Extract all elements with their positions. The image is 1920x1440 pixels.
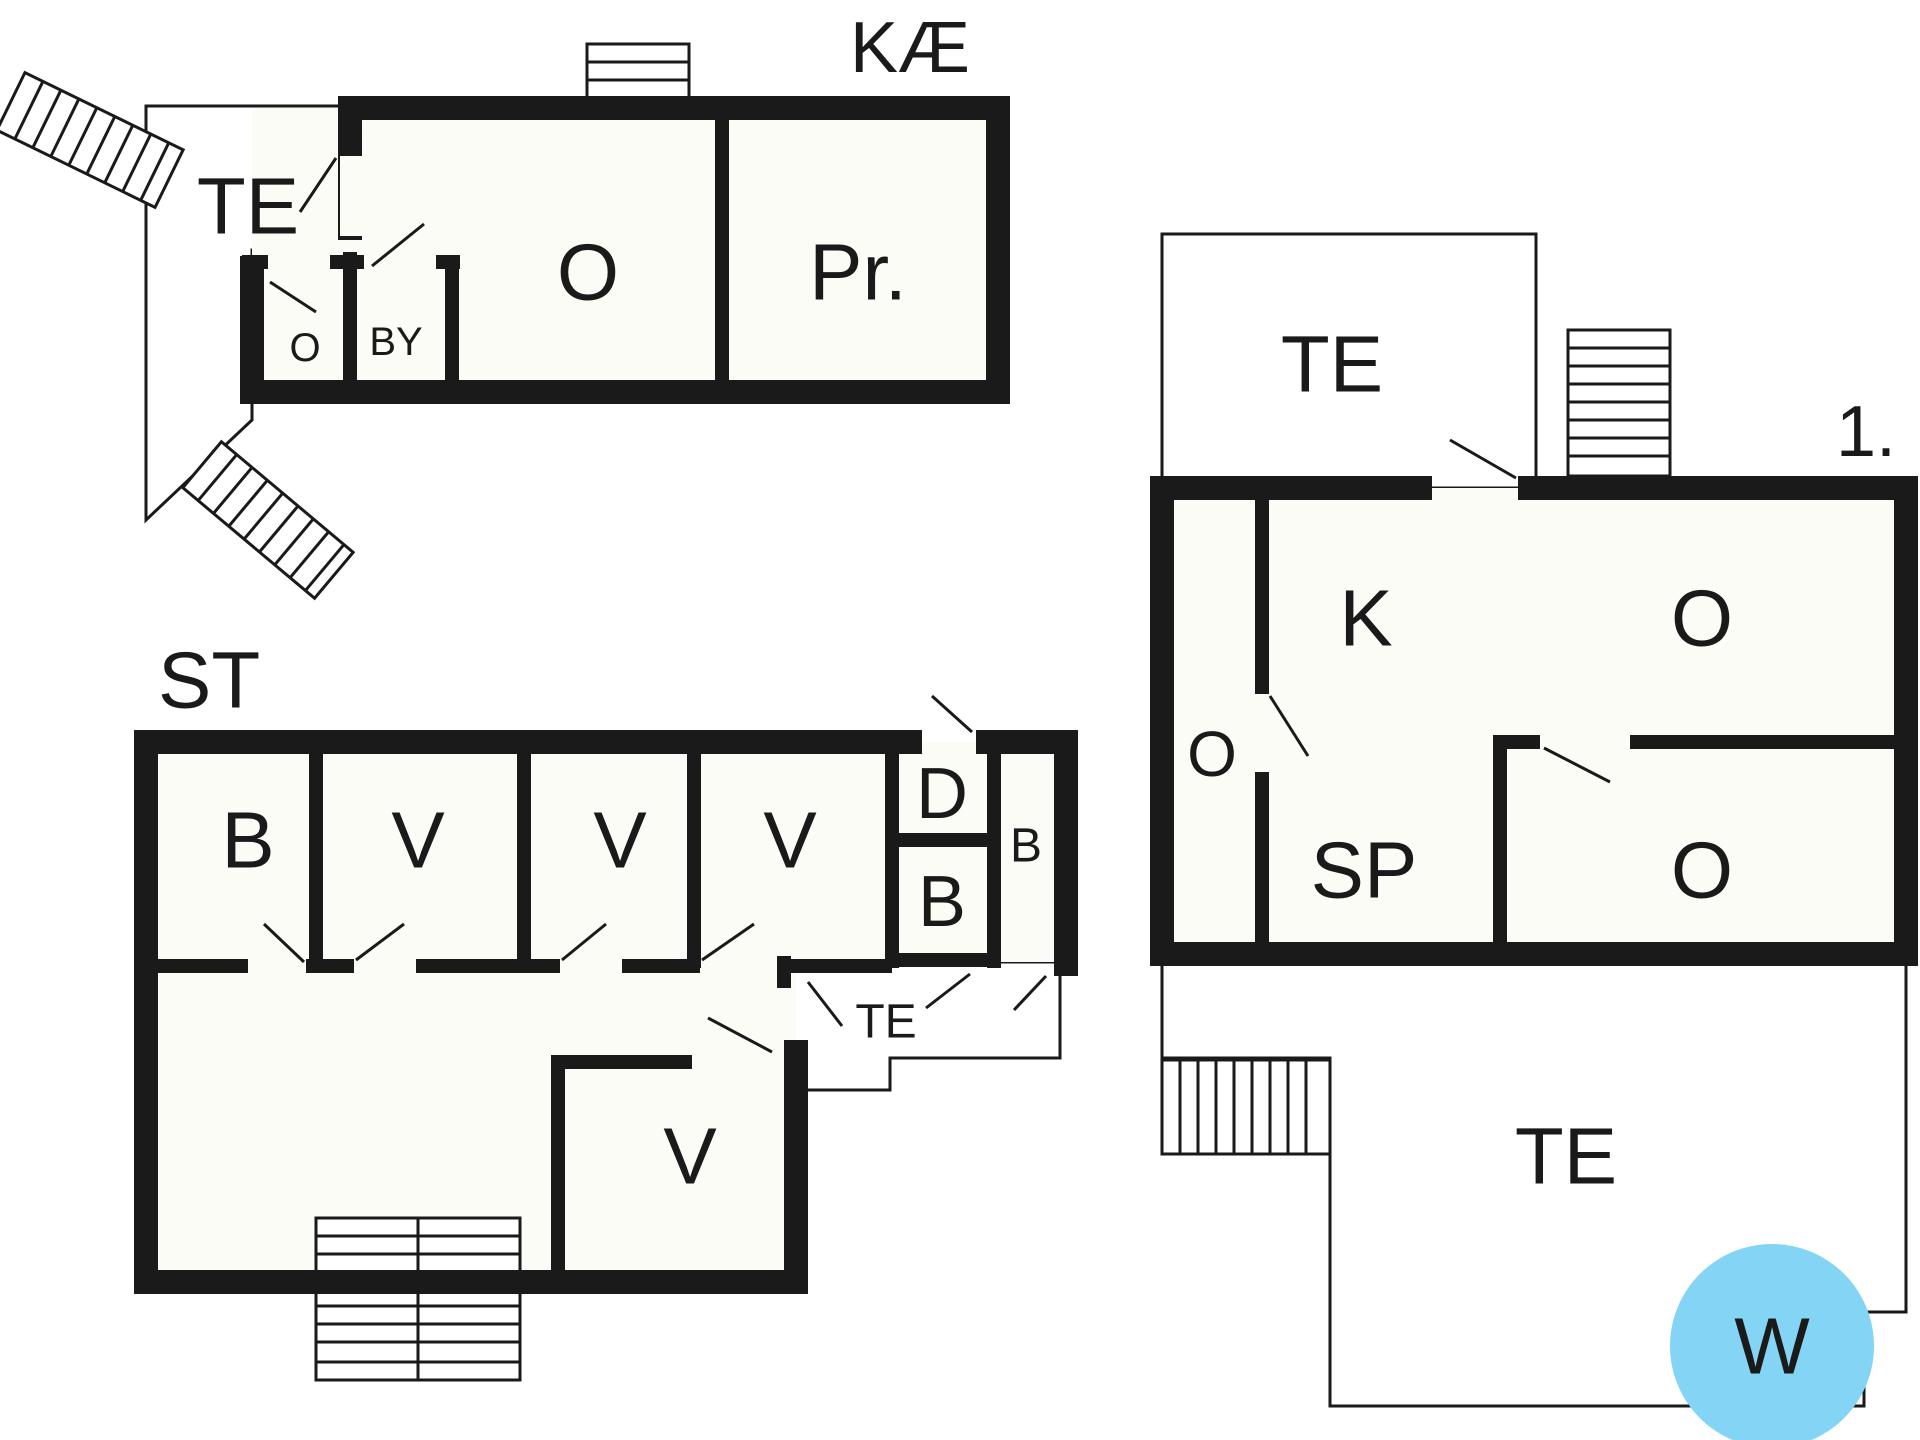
w-badge-label: W xyxy=(1734,1302,1810,1391)
room-label-basement-storage: O xyxy=(289,326,320,370)
ground-plan: ST B V V V D B B V TE xyxy=(134,636,1078,1382)
room-label-ground-bed-4: V xyxy=(663,1112,717,1201)
room-label-basement-shower: BY xyxy=(369,320,422,364)
floor-label-basement: KÆ xyxy=(850,8,970,88)
room-label-first-kitchen: K xyxy=(1339,574,1392,663)
floor-label-first: 1. xyxy=(1836,392,1896,472)
room-label-first-terrace-bottom: TE xyxy=(1515,1112,1617,1201)
basement-plan: KÆ TE O BY O Pr. xyxy=(0,8,1010,601)
room-label-ground-d: D xyxy=(916,754,968,834)
room-label-ground-bath-small: B xyxy=(918,862,966,942)
ground-stair xyxy=(314,1216,522,1382)
room-label-ground-bed-2: V xyxy=(593,796,647,885)
room-label-first-room-south: O xyxy=(1671,826,1733,915)
first-stair-left xyxy=(1160,1058,1332,1156)
room-label-first-room-west: O xyxy=(1187,718,1237,790)
room-label-basement-room: O xyxy=(557,228,619,317)
room-label-basement-terrace: TE xyxy=(197,162,299,251)
room-label-ground-bed-1: V xyxy=(391,796,445,885)
basement-stair-left xyxy=(0,70,186,210)
room-label-first-room-east: O xyxy=(1671,574,1733,663)
room-label-ground-bath: B xyxy=(221,796,274,885)
room-label-ground-terrace: TE xyxy=(855,996,916,1049)
room-label-ground-bath-side: B xyxy=(1010,820,1042,873)
basement-stair-bottom xyxy=(180,439,356,601)
first-plan: W 1. TE K O O SP O TE xyxy=(1150,232,1918,1440)
w-badge-circle xyxy=(1670,1244,1874,1440)
ground-terrace xyxy=(776,960,1062,1092)
floor-label-ground: ST xyxy=(158,636,260,725)
first-terrace-bottom xyxy=(1160,962,1908,1408)
w-badge: W xyxy=(1670,1244,1874,1440)
room-label-first-dining: SP xyxy=(1311,826,1418,915)
room-label-first-terrace-top: TE xyxy=(1281,320,1383,409)
first-stair-top xyxy=(1566,328,1672,478)
room-label-basement-pr: Pr. xyxy=(809,228,907,317)
room-label-ground-bed-3: V xyxy=(763,796,817,885)
